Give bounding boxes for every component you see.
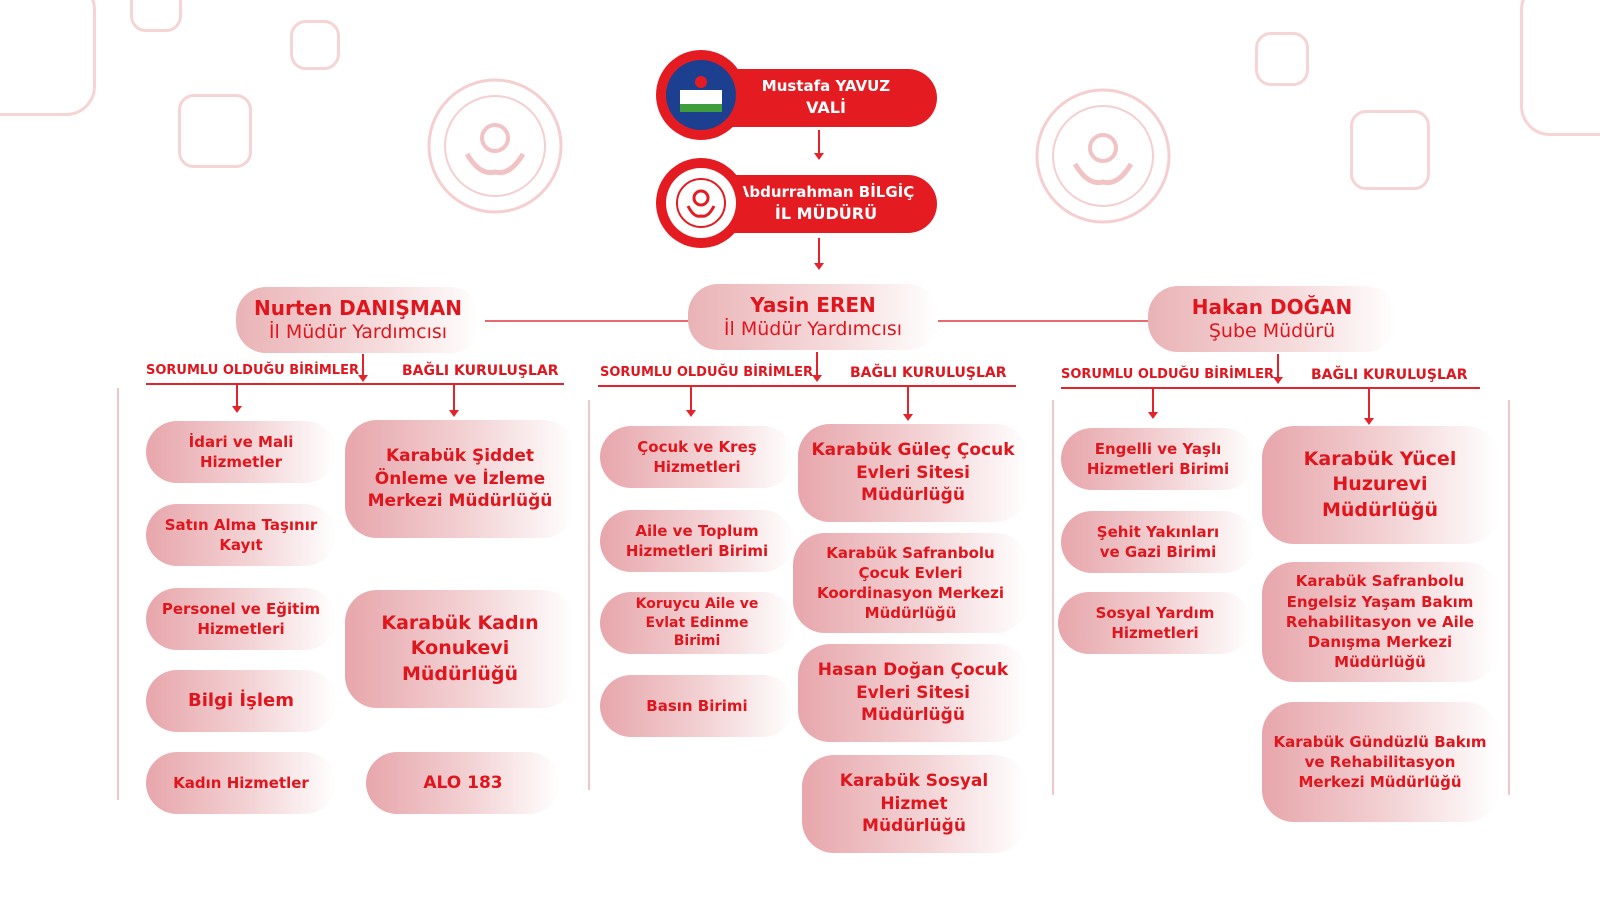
unit-card: Bilgi İşlem: [146, 670, 336, 732]
section-label-institutions: BAĞLI KURULUŞLAR: [850, 365, 1007, 381]
institution-card: Hasan Doğan Çocuk Evleri Sitesi Müdürlüğ…: [798, 644, 1028, 742]
institution-card: Karabük Safranbolu Çocuk Evleri Koordina…: [793, 533, 1028, 633]
unit-card: İdari ve Mali Hizmetler: [146, 421, 336, 483]
arrow-units-down: [232, 385, 242, 413]
manager-hakan: Hakan DOĞAN Şube Müdürü: [1148, 286, 1396, 352]
il-muduru-title: İL MÜDÜRÜ: [774, 204, 878, 224]
manager-yasin: Yasin EREN İl Müdür Yardımcısı: [688, 284, 938, 350]
arrow-vali-down: [814, 130, 824, 160]
decor-square: [178, 94, 252, 168]
institution-card: Karabük Şiddet Önleme ve İzleme Merkezi …: [345, 420, 575, 538]
column-border: [117, 388, 119, 800]
manager-name: Hakan DOĞAN: [1191, 294, 1353, 319]
section-label-institutions: BAĞLI KURULUŞLAR: [402, 363, 559, 379]
decor-square: [290, 20, 340, 70]
manager-title: İl Müdür Yardımcısı: [723, 317, 903, 340]
arrow-manager3-down: [1273, 354, 1283, 384]
arrow-institutions-down: [449, 385, 459, 417]
decor-square: [1520, 0, 1600, 136]
vali-title: VALİ: [806, 98, 846, 118]
manager-title: İl Müdür Yardımcısı: [268, 320, 448, 343]
institution-card: Karabük Kadın Konukevi Müdürlüğü: [345, 590, 575, 708]
unit-card: Basın Birimi: [600, 675, 794, 737]
institution-card: Karabük Gündüzlü Bakım ve Rehabilitasyon…: [1262, 702, 1498, 822]
unit-card: Çocuk ve Kreş Hizmetleri: [600, 426, 794, 488]
unit-card: Aile ve Toplum Hizmetleri Birimi: [600, 510, 794, 572]
section-label-units: SORUMLU OLDUĞU BİRİMLER: [600, 365, 813, 380]
ministry-seal-icon: [1035, 88, 1171, 224]
decor-square: [1255, 32, 1309, 86]
unit-card: Şehit Yakınları ve Gazi Birimi: [1061, 511, 1255, 573]
section-label-units: SORUMLU OLDUĞU BİRİMLER: [146, 363, 359, 378]
arrow-institutions-down: [903, 387, 913, 421]
manager-name: Nurten DANIŞMAN: [254, 295, 462, 320]
arrow-manager1-down: [358, 354, 368, 382]
manager-nurten: Nurten DANIŞMAN İl Müdür Yardımcısı: [236, 287, 480, 353]
section-label-institutions: BAĞLI KURULUŞLAR: [1311, 367, 1468, 383]
institution-card: Karabük Sosyal Hizmet Müdürlüğü: [802, 755, 1026, 853]
decor-square: [0, 0, 96, 116]
unit-card: Satın Alma Taşınır Kayıt: [146, 504, 336, 566]
manager-title: Şube Müdürü: [1208, 319, 1336, 342]
section-label-units: SORUMLU OLDUĞU BİRİMLER: [1061, 367, 1274, 382]
il-muduru-name: Abdurrahman BİLGİÇ: [737, 183, 915, 202]
ministry-logo-icon: [656, 158, 746, 248]
column-border: [1052, 400, 1054, 795]
section-underline: [1061, 387, 1480, 389]
institution-card: Karabük Güleç Çocuk Evleri Sitesi Müdürl…: [798, 424, 1028, 522]
arrow-institutions-down: [1364, 389, 1374, 425]
vali-box: Mustafa YAVUZ VALİ: [715, 69, 937, 127]
section-underline: [598, 385, 1016, 387]
decor-square: [130, 0, 182, 32]
arrow-mudur-down: [814, 238, 824, 270]
institution-card: Karabük Yücel Huzurevi Müdürlüğü: [1262, 426, 1498, 544]
unit-card: Sosyal Yardım Hizmetleri: [1058, 592, 1252, 654]
manager-name: Yasin EREN: [750, 292, 876, 317]
arrow-manager2-down: [812, 352, 822, 382]
decor-square: [1350, 110, 1430, 190]
institution-card: ALO 183: [366, 752, 560, 814]
karabuk-valiligi-logo-icon: [656, 50, 746, 140]
ministry-seal-icon: [427, 78, 563, 214]
unit-card: Personel ve Eğitim Hizmetleri: [146, 588, 336, 650]
arrow-units-down: [686, 387, 696, 417]
column-border: [1508, 400, 1510, 795]
unit-card: Engelli ve Yaşlı Hizmetleri Birimi: [1061, 428, 1255, 490]
unit-card: Koruycu Aile ve Evlat Edinme Birimi: [600, 592, 794, 654]
vali-name: Mustafa YAVUZ: [761, 77, 891, 96]
section-underline: [146, 383, 564, 385]
arrow-units-down: [1148, 389, 1158, 419]
column-border: [588, 400, 590, 790]
il-muduru-box: Abdurrahman BİLGİÇ İL MÜDÜRÜ: [715, 175, 937, 233]
unit-card: Kadın Hizmetler: [146, 752, 336, 814]
institution-card: Karabük Safranbolu Engelsiz Yaşam Bakım …: [1262, 562, 1498, 682]
